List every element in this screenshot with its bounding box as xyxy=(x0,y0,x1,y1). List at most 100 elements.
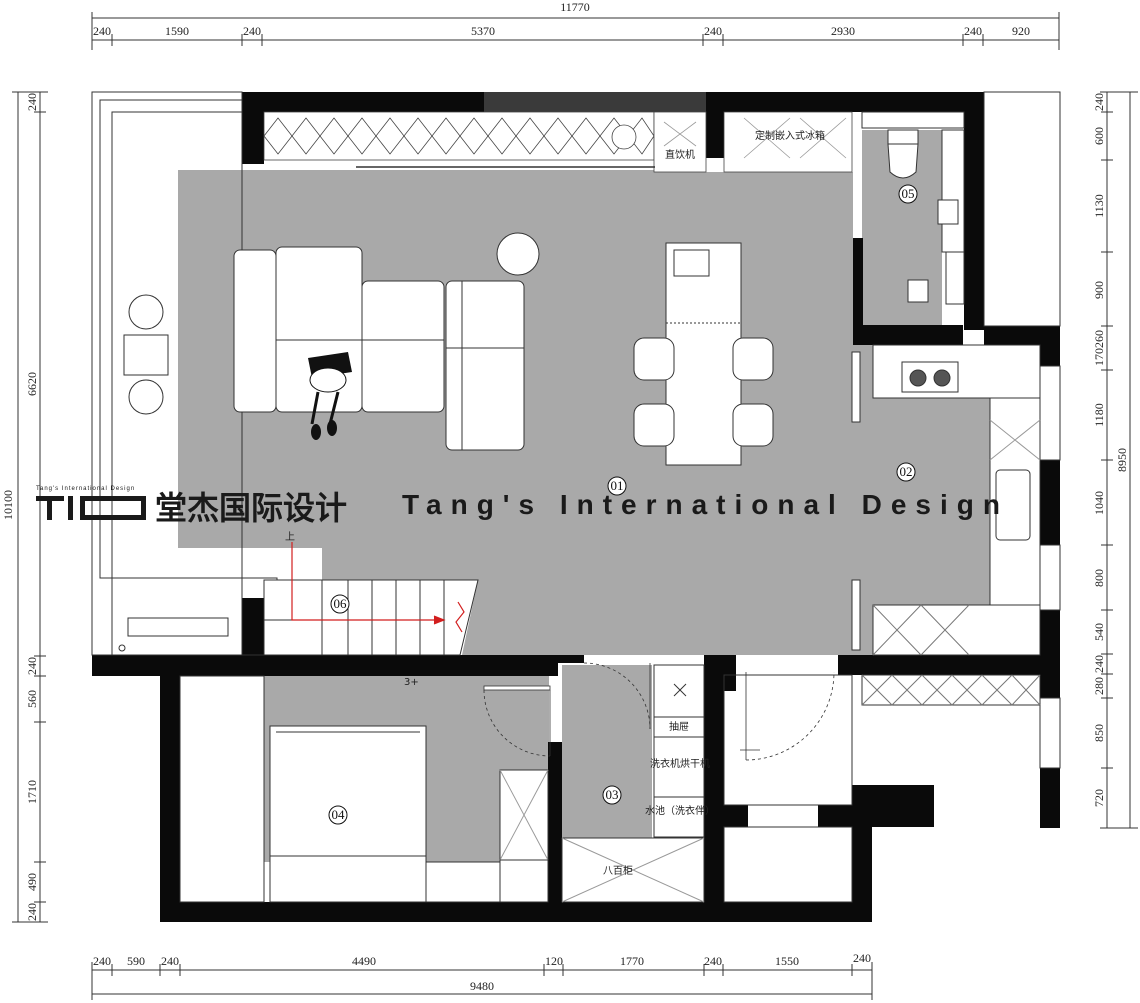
staircase xyxy=(263,579,479,656)
dining-table xyxy=(665,242,742,466)
right-dim-12: 850 xyxy=(1092,724,1106,742)
room-label-01: 01 xyxy=(611,478,624,493)
left-dim-3: 1710 xyxy=(25,780,39,804)
bedroom-door xyxy=(483,685,551,757)
left-dim-2: 560 xyxy=(25,690,39,708)
chair xyxy=(633,403,675,447)
stool xyxy=(128,294,164,330)
washer-dryer-unit xyxy=(653,736,705,798)
side-table xyxy=(123,334,169,376)
walls xyxy=(92,92,1060,922)
right-dim-3: 1130 xyxy=(1092,194,1106,218)
right-dim-13: 720 xyxy=(1092,789,1106,807)
bottom-dim-5: 120 xyxy=(545,954,563,968)
top-cabinet-run xyxy=(263,111,853,173)
room-markers xyxy=(328,184,918,825)
left-dim-4: 490 xyxy=(25,873,39,891)
water-dispenser xyxy=(653,111,707,173)
stool xyxy=(128,379,164,415)
right-dim-6: 1180 xyxy=(1092,403,1106,427)
stair-direction-arrow xyxy=(291,542,465,633)
round-side-table xyxy=(496,232,540,276)
top-dim-6: 2930 xyxy=(831,24,855,38)
right-total-dim: 8950 xyxy=(1115,448,1129,472)
chair xyxy=(732,403,774,447)
left-total-dim: 10100 xyxy=(1,490,15,520)
left-dim-5: 240 xyxy=(25,903,39,921)
dining-set xyxy=(633,242,774,466)
bottom-total-dim: 9480 xyxy=(470,979,494,993)
watermark-english: Tang's International Design xyxy=(402,489,1009,520)
watermark-small-text: Tang's International Design xyxy=(36,486,135,492)
left-dim-1: 240 xyxy=(25,657,39,675)
bottom-dim-7: 240 xyxy=(704,954,722,968)
bottom-dimension-line xyxy=(91,962,873,1000)
top-dim-2: 1590 xyxy=(165,24,189,38)
left-dimension-line xyxy=(12,91,48,923)
laundry-floor xyxy=(562,665,652,838)
right-dim-5: 170260 xyxy=(1092,330,1106,366)
right-dim-11: 280 xyxy=(1092,677,1106,695)
entrance-door xyxy=(740,671,835,761)
room-label-06: 06 xyxy=(334,596,348,611)
top-dim-5: 240 xyxy=(704,24,722,38)
person-figure xyxy=(308,352,352,440)
right-dimension-line xyxy=(1100,91,1138,829)
right-dim-10: 240 xyxy=(1092,655,1106,673)
room-label-02: 02 xyxy=(900,464,913,479)
drawer-label: 抽屉 xyxy=(669,720,689,733)
top-dim-3: 240 xyxy=(243,24,261,38)
top-dimension-line xyxy=(91,12,1060,50)
washer-dryer-label: 洗衣机烘干机 xyxy=(650,757,710,770)
sofa-seat xyxy=(361,280,445,413)
left-top-dim: 240 xyxy=(25,93,39,111)
watermark-logo: Tang's International Design 堂杰国际设计 Tang'… xyxy=(36,486,1009,527)
watermark-chinese: 堂杰国际设计 xyxy=(155,489,347,527)
stair-up-label: 上 xyxy=(285,531,295,543)
kitchen-fixtures xyxy=(851,344,1041,706)
right-dim-2: 600 xyxy=(1092,127,1106,145)
laundry-sink-unit xyxy=(653,796,705,838)
room-label-05: 05 xyxy=(902,186,915,201)
top-dim-8: 920 xyxy=(1012,24,1030,38)
top-dim-7: 240 xyxy=(964,24,982,38)
laundry-fixtures xyxy=(561,664,705,903)
fridge-cabinet xyxy=(723,111,853,173)
bottom-dim-4: 4490 xyxy=(352,954,376,968)
bottom-dim-6: 1770 xyxy=(620,954,644,968)
left-upper-dim: 6620 xyxy=(25,372,39,396)
toilet xyxy=(887,129,919,145)
right-dim-1: 240 xyxy=(1092,93,1106,111)
right-dim-7: 1040 xyxy=(1092,491,1106,515)
bottom-dim-9: 240 xyxy=(853,951,871,965)
top-dim-4: 5370 xyxy=(471,24,495,38)
chaise xyxy=(445,280,525,451)
bottom-dim-2: 590 xyxy=(127,954,145,968)
bottom-dim-8: 1550 xyxy=(775,954,799,968)
right-dim-8: 800 xyxy=(1092,569,1106,587)
room-label-03: 03 xyxy=(606,787,619,802)
bathroom-fixtures xyxy=(861,111,965,305)
bedroom-fixtures xyxy=(269,725,549,903)
water-dispenser-label: 直饮机 xyxy=(665,148,695,161)
step-mark: 3+ xyxy=(404,677,419,688)
right-dim-9: 540 xyxy=(1092,623,1106,641)
bottom-dim-1: 240 xyxy=(93,954,111,968)
fridge-label: 定制嵌入式冰箱 xyxy=(755,129,825,142)
sofa-arm-left xyxy=(233,249,277,413)
kitchen-sink xyxy=(995,469,1031,541)
basin xyxy=(937,199,959,225)
bench xyxy=(127,617,229,637)
laundry-sink-label: 水池（洗衣伴） xyxy=(645,804,715,817)
room-label-04: 04 xyxy=(332,807,346,822)
tid-logo-icon xyxy=(36,496,146,520)
chair xyxy=(633,337,675,381)
chair xyxy=(732,337,774,381)
laundry-door xyxy=(583,662,651,730)
right-dim-4: 900 xyxy=(1092,281,1106,299)
bed xyxy=(269,725,427,903)
cabinet-label: 八百柜 xyxy=(603,864,633,877)
top-dim-1: 240 xyxy=(93,24,111,38)
balcony-furniture xyxy=(118,294,229,652)
